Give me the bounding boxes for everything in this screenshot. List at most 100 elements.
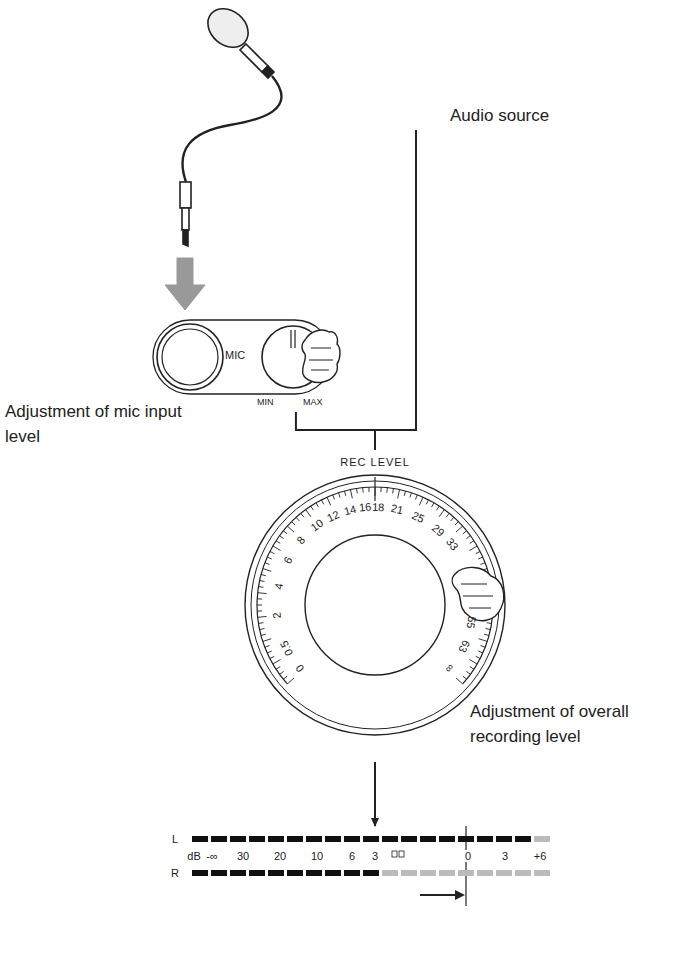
scale-tick <box>263 639 272 642</box>
pointer-arrow <box>420 894 458 896</box>
scale-tick <box>479 639 488 642</box>
scale-tick <box>316 503 319 507</box>
scale-tick <box>276 667 280 670</box>
scale-tick <box>283 676 287 679</box>
meter-segment <box>344 870 360 876</box>
scale-number: 0 <box>464 850 472 863</box>
meter-segment <box>249 836 265 842</box>
mic-input-panel: MICMINMAX <box>145 318 341 412</box>
scale-tick <box>451 517 454 521</box>
meter-segment <box>420 836 436 842</box>
scale-tick <box>261 634 266 635</box>
meter-segment <box>401 836 417 842</box>
level-meter: LRdB-∞3020106303+6 <box>168 826 560 888</box>
scale-tick <box>456 526 463 532</box>
meter-segment <box>192 870 208 876</box>
meter-segment <box>458 870 474 876</box>
scale-tick <box>386 488 388 493</box>
scale-tick <box>446 513 449 517</box>
scale-number: 2 <box>271 612 284 619</box>
scale-tick <box>273 660 281 665</box>
meter-segment <box>230 836 246 842</box>
scale-tick <box>292 522 296 526</box>
scale-tick <box>327 497 331 505</box>
rec-level-dial: REC LEVEL00.524681012141618212529335563∞ <box>240 450 510 762</box>
scale-tick <box>432 503 435 507</box>
peak-mark <box>392 851 397 857</box>
scale-number: 10 <box>310 850 324 863</box>
scale-tick <box>486 628 491 629</box>
scale-tick <box>339 493 341 498</box>
meter-segment <box>325 870 341 876</box>
scale-tick <box>362 488 364 493</box>
meter-segment <box>287 836 303 842</box>
meter-segment <box>211 870 227 876</box>
scale-tick <box>258 592 267 594</box>
scale-tick <box>306 510 311 517</box>
channel-label: L <box>171 833 179 846</box>
input-arrow <box>165 258 205 310</box>
scale-tick <box>463 676 467 679</box>
microphone <box>180 1 281 246</box>
scale-tick <box>455 522 459 526</box>
scale-tick <box>476 551 480 553</box>
knob-pointer <box>291 330 295 348</box>
scale-tick <box>478 557 483 559</box>
meter-segment <box>439 870 455 876</box>
scale-tick <box>410 493 412 498</box>
dial-knob <box>305 535 445 675</box>
scale-tick <box>480 645 485 647</box>
scale-tick <box>380 487 381 492</box>
callout-label: Adjustment of overall recording level <box>470 700 692 749</box>
peak-mark <box>399 851 404 857</box>
meter-segment <box>306 870 322 876</box>
meter-segment <box>534 836 550 842</box>
hand <box>452 567 504 620</box>
scale-tick <box>270 656 274 658</box>
scale-tick <box>287 678 294 684</box>
connector <box>374 762 376 826</box>
scale-tick <box>469 546 477 551</box>
scale-tick <box>356 488 358 493</box>
meter-segment <box>477 836 493 842</box>
meter-segment <box>515 836 531 842</box>
scale-tick <box>287 526 294 532</box>
meter-segment <box>496 836 512 842</box>
scale-tick <box>265 645 270 647</box>
scale-number: +6 <box>533 850 548 863</box>
scale-tick <box>261 574 266 575</box>
meter-segment <box>230 870 246 876</box>
scale-tick <box>296 517 299 521</box>
scale-tick <box>321 500 323 504</box>
meter-segment <box>363 836 379 842</box>
scale-tick <box>258 622 263 624</box>
unit-label: dB <box>186 850 201 863</box>
scale-tick <box>487 622 492 624</box>
dial-title: REC LEVEL <box>340 456 410 469</box>
mic-jack-inner <box>162 329 218 385</box>
scale-number: 3 <box>501 850 509 863</box>
scale-tick <box>267 557 272 559</box>
scale-number: 20 <box>273 850 287 863</box>
meter-segment <box>515 870 531 876</box>
index-mark <box>374 477 375 501</box>
meter-segment <box>249 870 265 876</box>
scale-number: 30 <box>236 850 250 863</box>
scale-tick <box>463 531 467 534</box>
scale-tick <box>258 616 267 618</box>
scale-tick <box>280 671 284 674</box>
meter-segment <box>287 870 303 876</box>
channel-label: R <box>170 867 180 880</box>
scale-tick <box>257 605 262 606</box>
scale-tick <box>350 490 352 499</box>
scale-tick <box>258 586 263 588</box>
scale-tick <box>470 667 474 670</box>
meter-segment <box>306 836 322 842</box>
scale-tick <box>476 656 480 658</box>
meter-segment <box>534 870 550 876</box>
dial-rim <box>245 475 505 735</box>
pointer-arrowhead <box>455 890 465 900</box>
scale-tick <box>311 506 314 510</box>
scale-tick <box>265 563 270 565</box>
hand <box>302 330 340 382</box>
